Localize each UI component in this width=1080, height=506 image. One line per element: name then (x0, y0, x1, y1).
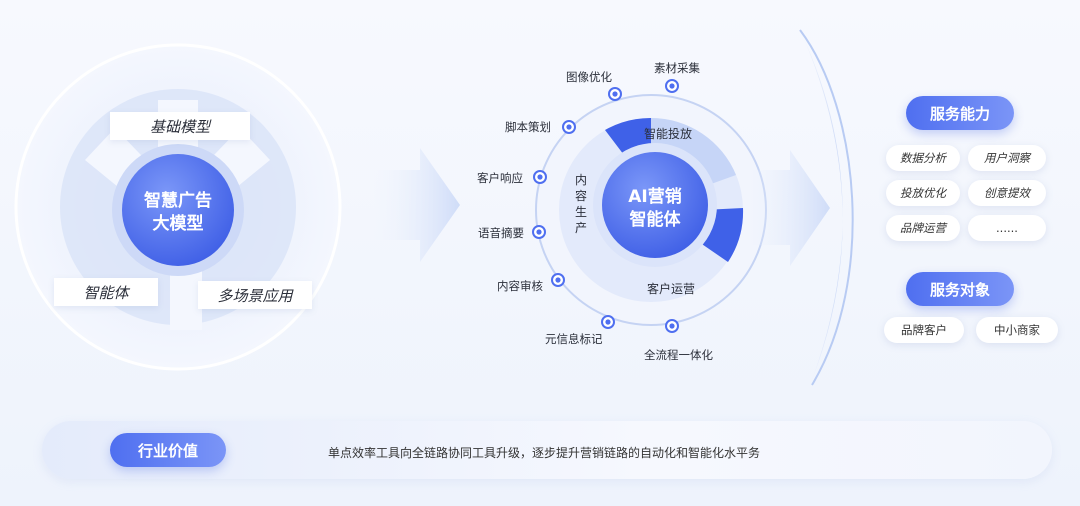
capability-item: 创意提效 (968, 180, 1046, 206)
target-item: 中小商家 (976, 317, 1058, 343)
segment-label-top: 智能投放 (644, 127, 693, 141)
industry-value-text: 单点效率工具向全链路协同工具升级，逐步提升营销链路的自动化和智能化水平务 (328, 446, 761, 460)
segment-label-left: 内容生产 (575, 173, 588, 235)
center-core-line1: AI营销 (628, 187, 682, 207)
node-full-process: 全流程一体化 (644, 348, 713, 362)
capability-item: 用户洞察 (968, 145, 1046, 171)
tag-agent: 智能体 (54, 278, 158, 306)
arrow-left (372, 148, 460, 262)
capability-item: 数据分析 (886, 145, 960, 171)
segment-label-bottom: 客户运营 (647, 282, 696, 296)
segment-top (651, 118, 736, 188)
center-core-circle (602, 152, 708, 258)
left-core-line1: 智慧广告 (144, 191, 212, 211)
center-core-label: AI营销 智能体 (605, 186, 705, 232)
node-material-collection: 素材采集 (654, 61, 700, 75)
node-customer-response: 客户响应 (477, 171, 523, 185)
left-core-label: 智慧广告 大模型 (128, 190, 228, 236)
left-core-circle (122, 154, 234, 266)
node-image-optimize: 图像优化 (566, 70, 612, 84)
capability-title: 服务能力 (906, 96, 1014, 130)
node-content-review: 内容审核 (497, 279, 543, 293)
target-title: 服务对象 (906, 272, 1014, 306)
center-core-line2: 智能体 (629, 209, 681, 230)
orbit-dot-centers (536, 83, 675, 329)
industry-value-title: 行业价值 (110, 433, 226, 467)
capability-item: ...... (968, 215, 1046, 241)
left-core-line2: 大模型 (152, 213, 204, 234)
arrow-right (745, 150, 830, 266)
crescent-edge (799, 29, 854, 386)
node-script-plan: 脚本策划 (505, 120, 551, 134)
tag-multi-scene: 多场景应用 (198, 281, 312, 309)
target-item: 品牌客户 (884, 317, 964, 343)
node-meta-tag: 元信息标记 (545, 332, 603, 346)
capability-item: 投放优化 (886, 180, 960, 206)
node-voice-summary: 语音摘要 (478, 226, 524, 240)
capability-item: 品牌运营 (886, 215, 960, 241)
tag-base-model: 基础模型 (110, 112, 250, 140)
